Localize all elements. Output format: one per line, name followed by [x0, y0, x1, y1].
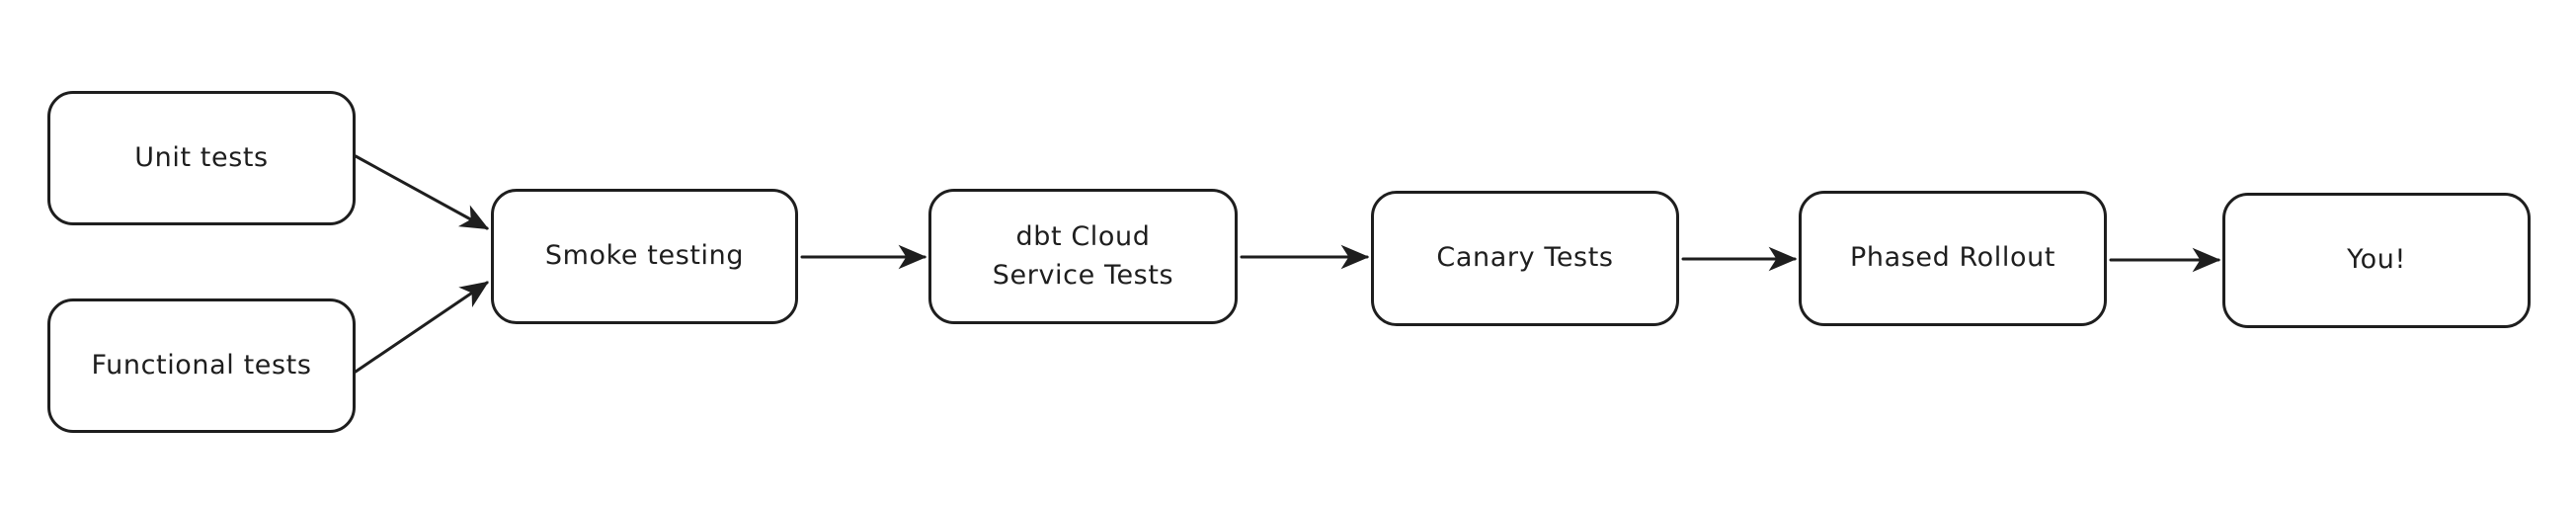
- node-phased-rollout[interactable]: Phased Rollout: [1799, 191, 2107, 326]
- node-label-dbt-cloud-service-tests: dbt Cloud Service Tests: [992, 221, 1174, 291]
- node-label-phased-rollout: Phased Rollout: [1849, 242, 2056, 274]
- node-canary-tests[interactable]: Canary Tests: [1371, 191, 1679, 326]
- node-unit-tests[interactable]: Unit tests: [47, 91, 356, 225]
- node-functional-tests[interactable]: Functional tests: [47, 298, 356, 433]
- edge-functional-to-smoke: [354, 281, 489, 374]
- node-label-you: You!: [2347, 244, 2406, 276]
- node-label-unit-tests: Unit tests: [134, 141, 269, 173]
- node-you[interactable]: You!: [2222, 193, 2531, 328]
- edge-unit-to-smoke: [354, 154, 490, 230]
- node-label-functional-tests: Functional tests: [91, 349, 312, 381]
- node-dbt-cloud-service-tests[interactable]: dbt Cloud Service Tests: [928, 189, 1238, 324]
- node-label-canary-tests: Canary Tests: [1436, 242, 1614, 274]
- node-label-smoke-testing: Smoke testing: [544, 240, 745, 272]
- node-smoke-testing[interactable]: Smoke testing: [491, 189, 798, 324]
